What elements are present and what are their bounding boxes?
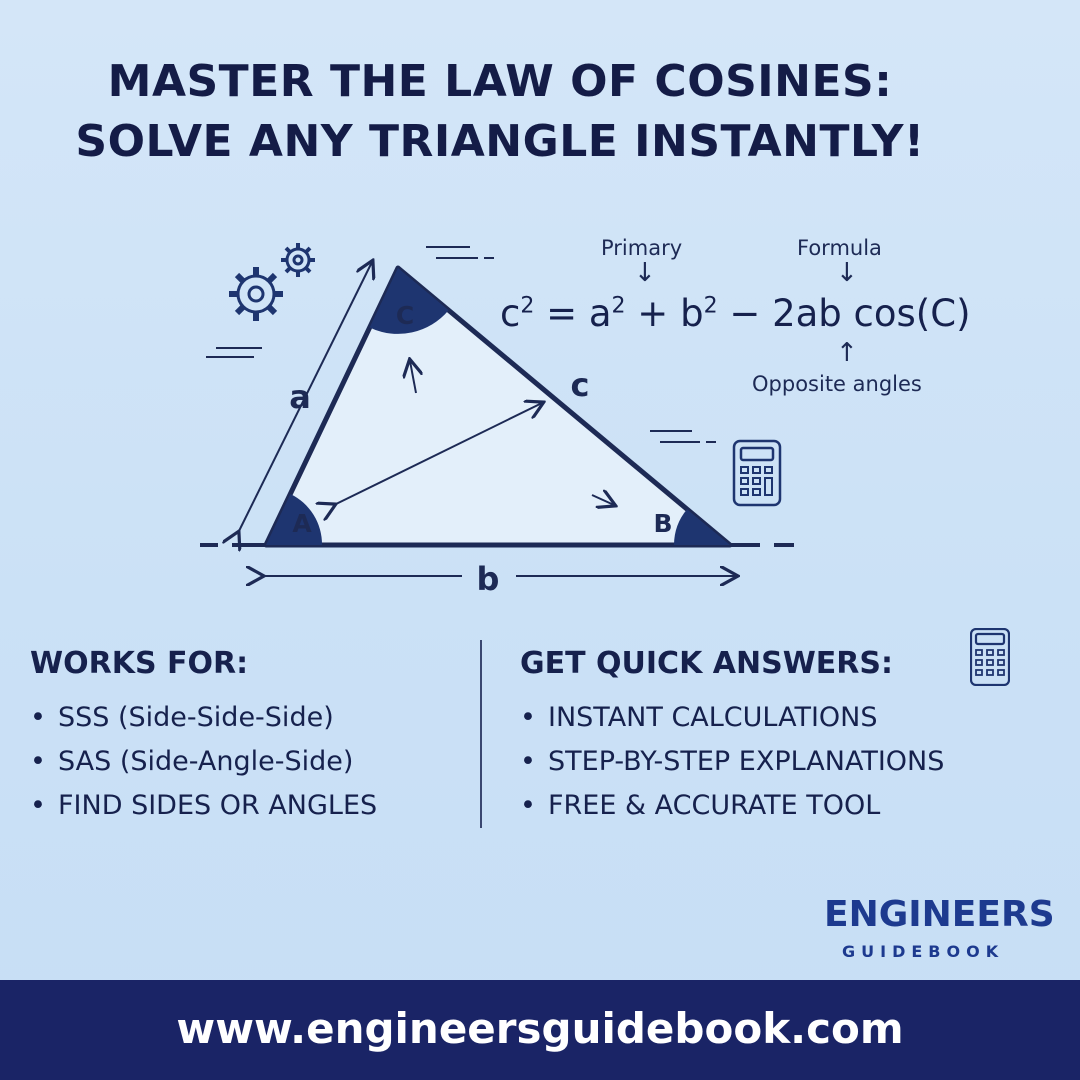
quick-answers-list: INSTANT CALCULATIONS STEP-BY-STEP EXPLAN… [520,696,944,828]
down-arrow-icon: ↓ [634,258,656,288]
side-label-c: c [571,366,590,404]
side-a-arrow [238,262,372,533]
law-of-cosines-formula: c2 = a2 + b2 − 2ab cos(C) [500,292,971,335]
list-item: FIND SIDES OR ANGLES [30,784,377,828]
brand-logo-sub: GUIDEBOOK [842,942,1005,961]
formula-c: c [500,292,521,335]
calculator-icon [970,628,1010,686]
vertex-label-b: B [653,509,672,538]
diagonal-arrow [334,403,542,505]
angle-c-sector [369,268,449,334]
page-title-line-1: MASTER THE LAW OF COSINES: [107,56,893,107]
list-item: SSS (Side-Side-Side) [30,696,377,740]
list-item: INSTANT CALCULATIONS [520,696,944,740]
quick-answers-heading: GET QUICK ANSWERS: [520,646,893,681]
side-label-b: b [477,560,500,598]
list-item: STEP-BY-STEP EXPLANATIONS [520,740,944,784]
angle-b-sector [674,509,730,545]
formula-plus: + b [625,292,704,335]
column-divider [480,640,482,828]
works-for-heading: WORKS FOR: [30,646,249,681]
down-arrow-icon: ↓ [836,258,858,288]
formula-exp-2: 2 [611,293,626,319]
formula-exp-1: 2 [520,293,535,319]
triangle-diagram: A B C a c b [200,243,794,598]
vertex-label-a: A [292,509,312,538]
angle-b-pointer-arrow [591,495,614,505]
footer-url-link[interactable]: www.engineersguidebook.com [176,1004,904,1053]
formula-eq: = a [534,292,612,335]
vertex-label-c: C [396,301,414,330]
side-label-a: a [289,378,311,416]
speed-lines [206,246,716,443]
up-arrow-icon: ↑ [836,338,858,368]
note-primary: Primary [601,236,683,260]
formula-exp-3: 2 [703,293,718,319]
calculator-icon [732,439,782,507]
gear-icon [229,243,315,321]
formula-rest: − 2ab cos(C) [717,292,971,335]
note-opposite-angles: Opposite angles [752,372,922,396]
works-for-list: SSS (Side-Side-Side) SAS (Side-Angle-Sid… [30,696,377,828]
page-title-line-2: SOLVE ANY TRIANGLE INSTANTLY! [75,116,925,167]
footer-bar [0,980,1080,1080]
list-item: SAS (Side-Angle-Side) [30,740,377,784]
brand-logo-name: ENGINEERS [824,894,1055,935]
note-formula: Formula [797,236,882,260]
angle-c-pointer-arrow [410,361,416,394]
list-item: FREE & ACCURATE TOOL [520,784,944,828]
